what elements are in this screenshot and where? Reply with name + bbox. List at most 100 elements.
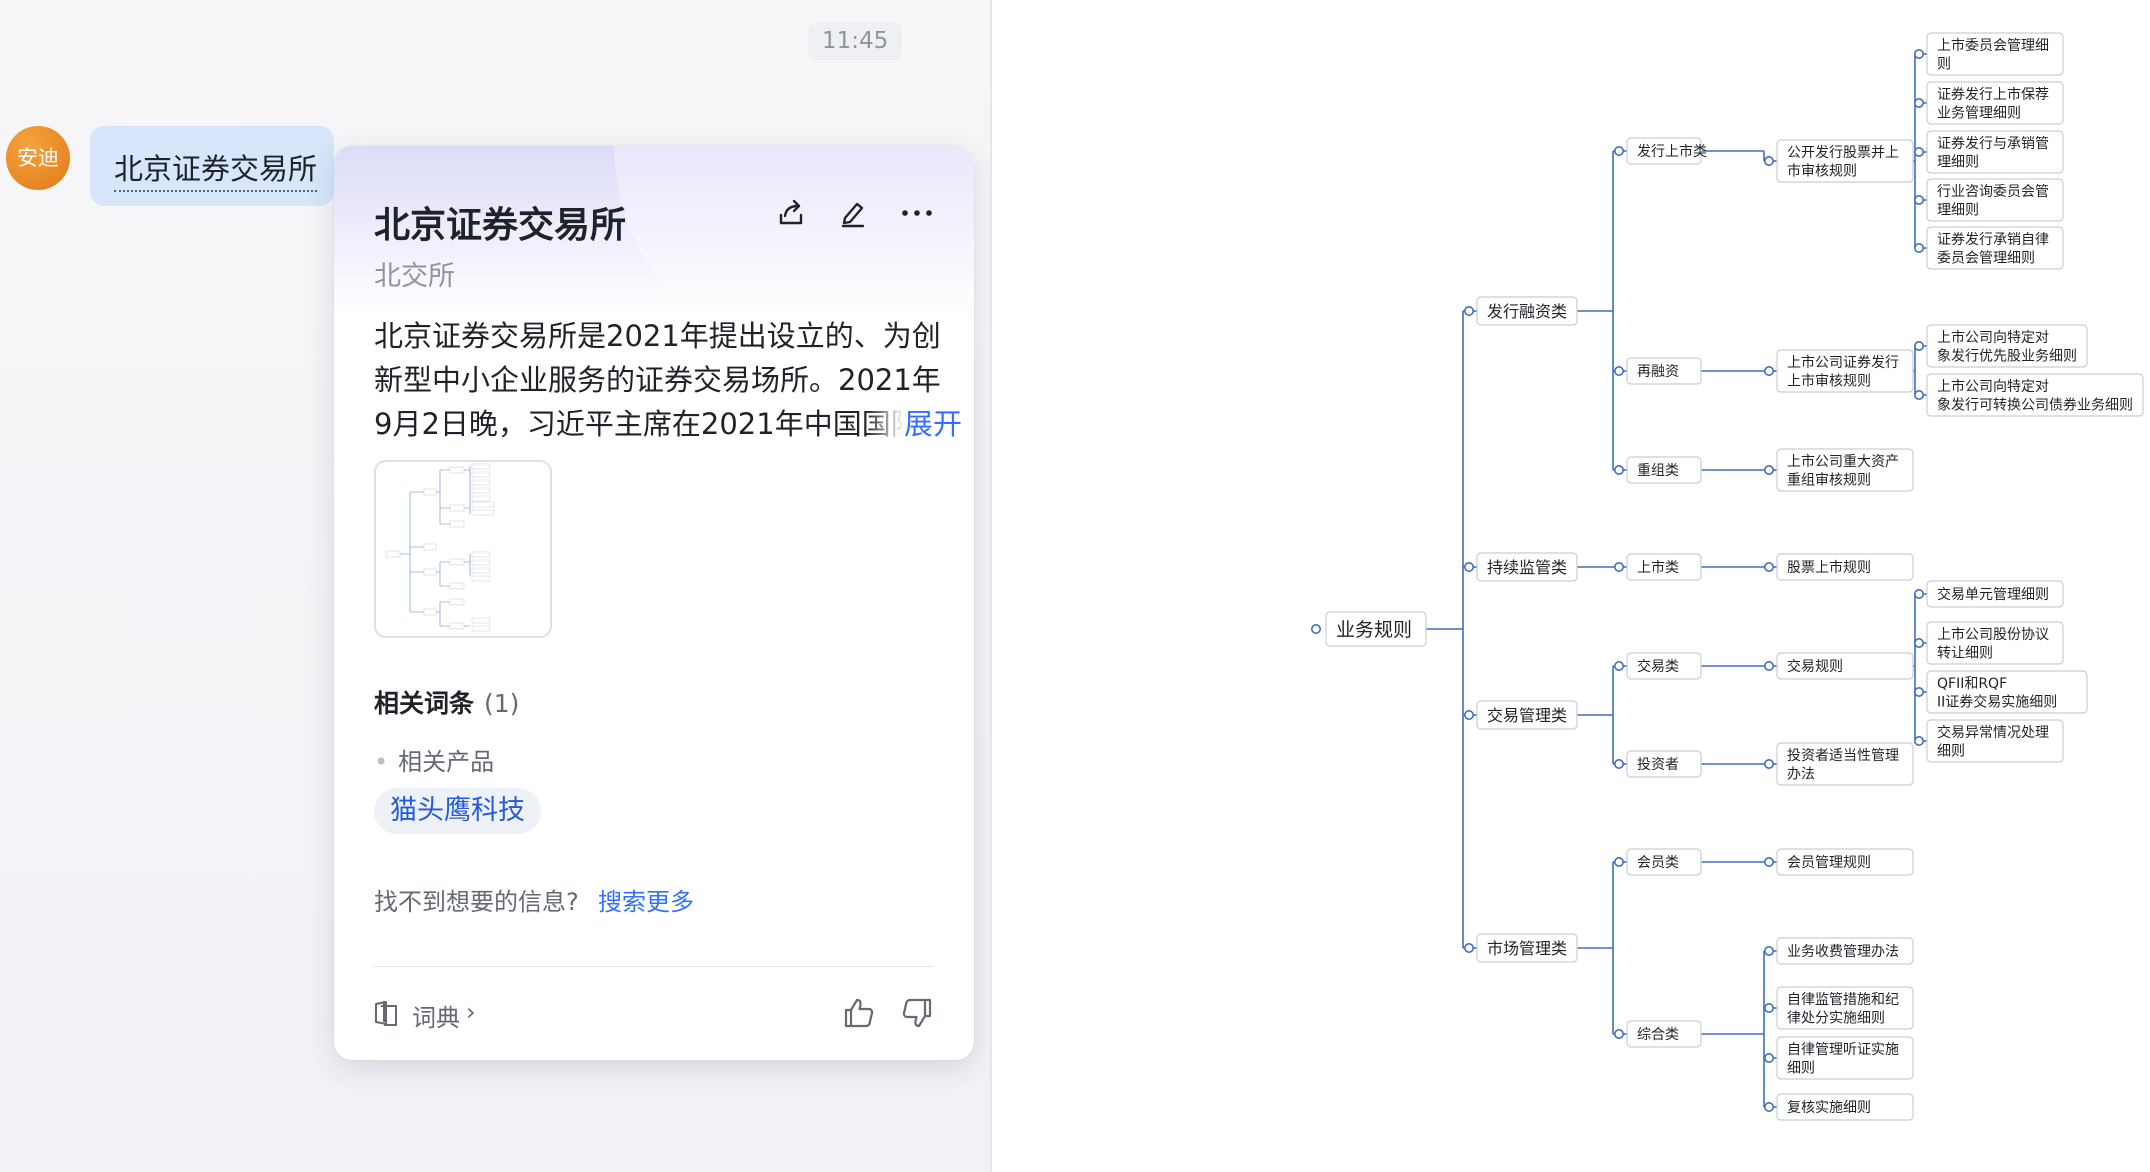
avatar[interactable]: 安迪 xyxy=(6,126,70,190)
mindmap-connector-dot xyxy=(1763,1102,1774,1113)
mindmap-group[interactable]: 交易类 xyxy=(1626,652,1702,680)
related-product-chip[interactable]: 猫头鹰科技 xyxy=(374,788,541,834)
mindmap-connector-dot xyxy=(1763,1053,1774,1064)
mindmap-rule[interactable]: 业务收费管理办法 xyxy=(1776,937,1914,965)
card-divider xyxy=(374,966,934,967)
edit-icon[interactable] xyxy=(832,192,874,234)
mindmap-connector-dot xyxy=(1613,856,1624,867)
mindmap-rule[interactable]: 会员管理规则 xyxy=(1776,848,1914,876)
mindmap-group[interactable]: 综合类 xyxy=(1626,1020,1702,1048)
mindmap-connector-dot xyxy=(1613,146,1624,157)
mindmap-rule-label: 自律监管措施和纪 xyxy=(1787,992,1899,1008)
mindmap-connector-dot xyxy=(1613,365,1624,376)
not-found-text: 找不到想要的信息? xyxy=(374,888,579,916)
mindmap-rule[interactable]: 复核实施细则 xyxy=(1776,1093,1914,1121)
mindmap-rule-label: 办法 xyxy=(1787,766,1815,782)
message-text[interactable]: 北京证券交易所 xyxy=(114,146,318,192)
thumbs-down-icon[interactable] xyxy=(900,996,934,1030)
mindmap-detail-label: 业务管理细则 xyxy=(1937,105,2021,121)
mindmap-root[interactable]: 业务规则 xyxy=(1325,611,1427,647)
card-header-background xyxy=(334,146,974,366)
search-more-link[interactable]: 搜索更多 xyxy=(598,888,694,916)
mindmap-root-label: 业务规则 xyxy=(1336,619,1412,641)
mindmap-connector-dot xyxy=(1763,660,1774,671)
mindmap-connector-dot xyxy=(1913,243,1924,254)
mindmap-rule[interactable]: 交易规则 xyxy=(1776,652,1914,680)
message-bubble[interactable]: 北京证券交易所 xyxy=(90,126,334,206)
dictionary-link[interactable]: 词典 xyxy=(412,1004,460,1032)
mindmap-detail-label: 委员会管理细则 xyxy=(1937,250,2035,266)
entity-card: 北京证券交易所 北交所 北京证券交易所是2021年提出设立的、为创新型中小企业服… xyxy=(334,146,974,1060)
mindmap-detail-label: 上市委员会管理细 xyxy=(1937,37,2049,54)
mindmap-connector-dot xyxy=(1763,561,1774,572)
mindmap-detail-label: 象发行优先股业务细则 xyxy=(1937,348,2077,364)
mindmap-connector-dot xyxy=(1763,758,1774,769)
expand-link[interactable]: 展开 xyxy=(866,402,963,446)
mindmap-detail[interactable]: 交易单元管理细则 xyxy=(1926,580,2064,608)
mindmap-connector-dot xyxy=(1913,735,1924,746)
mindmap-pane: 业务规则发行融资类发行上市类公开发行股票并上市审核规则上市委员会管理细则证券发行… xyxy=(990,0,2150,1172)
mindmap-group-label: 投资者 xyxy=(1637,757,1679,773)
share-icon[interactable] xyxy=(770,192,812,234)
mindmap-category[interactable]: 交易管理类 xyxy=(1476,700,1578,730)
mindmap-connector-dot xyxy=(1613,561,1624,572)
mindmap-detail-label: 象发行可转换公司债券业务细则 xyxy=(1937,396,2133,413)
mindmap-detail-label: 转让细则 xyxy=(1937,645,1993,661)
mindmap-detail-label: 理细则 xyxy=(1937,202,1979,218)
mindmap-rule[interactable]: 股票上市规则 xyxy=(1776,553,1914,581)
mindmap-connector-dot xyxy=(1913,98,1924,109)
mindmap-group[interactable]: 发行上市类 xyxy=(1626,137,1707,165)
card-subtitle: 北交所 xyxy=(374,261,455,292)
mindmap-nodes: 业务规则发行融资类发行上市类公开发行股票并上市审核规则上市委员会管理细则证券发行… xyxy=(1325,32,2144,1121)
thumbs-up-icon[interactable] xyxy=(842,996,876,1030)
mindmap-rule-label: 自律管理听证实施 xyxy=(1787,1042,1899,1058)
mindmap-connector-dot xyxy=(1763,365,1774,376)
mindmap-connector-dot xyxy=(1913,147,1924,158)
dictionary-icon[interactable] xyxy=(372,998,402,1028)
mindmap-connector-dot xyxy=(1913,588,1924,599)
mindmap-connector-dot xyxy=(1763,156,1774,167)
mindmap-rule-label: 市审核规则 xyxy=(1787,162,1857,179)
mindmap-detail-label: 证券发行上市保荐 xyxy=(1937,86,2049,103)
chevron-right-icon[interactable]: › xyxy=(466,998,476,1026)
mindmap-detail-label: 上市公司股份协议 xyxy=(1937,626,2049,643)
mindmap-rule-label: 上市审核规则 xyxy=(1787,372,1871,389)
mindmap-group[interactable]: 投资者 xyxy=(1626,750,1702,778)
mindmap-category[interactable]: 发行融资类 xyxy=(1476,296,1578,326)
mindmap-group[interactable]: 重组类 xyxy=(1626,456,1702,484)
mindmap-connector-dot xyxy=(1763,945,1774,956)
related-products-subheading: 相关产品 xyxy=(374,742,494,777)
related-entries-count: (1) xyxy=(484,689,520,718)
mindmap-connector-dot xyxy=(1613,758,1624,769)
mindmap-group[interactable]: 上市类 xyxy=(1626,553,1702,581)
mindmap-group[interactable]: 再融资 xyxy=(1626,357,1702,385)
related-entries-heading: 相关词条(1) xyxy=(374,684,519,720)
mindmap-group[interactable]: 会员类 xyxy=(1626,848,1702,876)
more-icon[interactable] xyxy=(896,192,938,234)
mindmap-category-label: 发行融资类 xyxy=(1487,302,1567,321)
mindmap-detail-label: 细则 xyxy=(1937,743,1965,759)
mindmap-thumbnail[interactable] xyxy=(374,460,552,638)
thumbnail-lines xyxy=(398,466,471,627)
mindmap-diagram[interactable]: 业务规则发行融资类发行上市类公开发行股票并上市审核规则上市委员会管理细则证券发行… xyxy=(992,0,2150,1172)
mindmap-connector-dot xyxy=(1463,942,1474,953)
mindmap-category[interactable]: 市场管理类 xyxy=(1476,933,1578,963)
mindmap-rule-label: 投资者适当性管理 xyxy=(1787,748,1899,764)
mindmap-category[interactable]: 持续监管类 xyxy=(1476,552,1578,582)
